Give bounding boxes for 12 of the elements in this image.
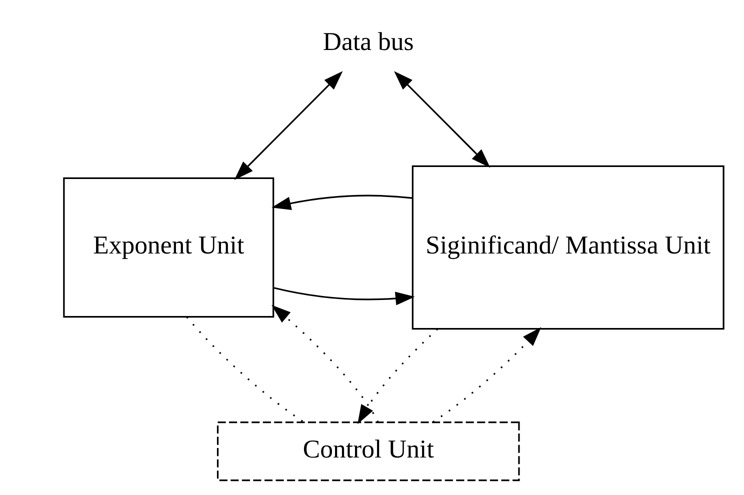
arrow [272, 305, 379, 423]
node-box: Siginificand/ Mantissa Unit [412, 165, 724, 330]
node-box: Control Unit [216, 421, 520, 482]
node-box: Exponent Unit [63, 177, 274, 318]
arrow [358, 328, 438, 424]
node-text: Data bus [322, 26, 414, 56]
arrow [274, 287, 415, 306]
arrow [272, 194, 413, 210]
arrow [234, 71, 343, 180]
arrow [432, 327, 542, 423]
arrow [394, 71, 490, 168]
connector [186, 316, 304, 423]
